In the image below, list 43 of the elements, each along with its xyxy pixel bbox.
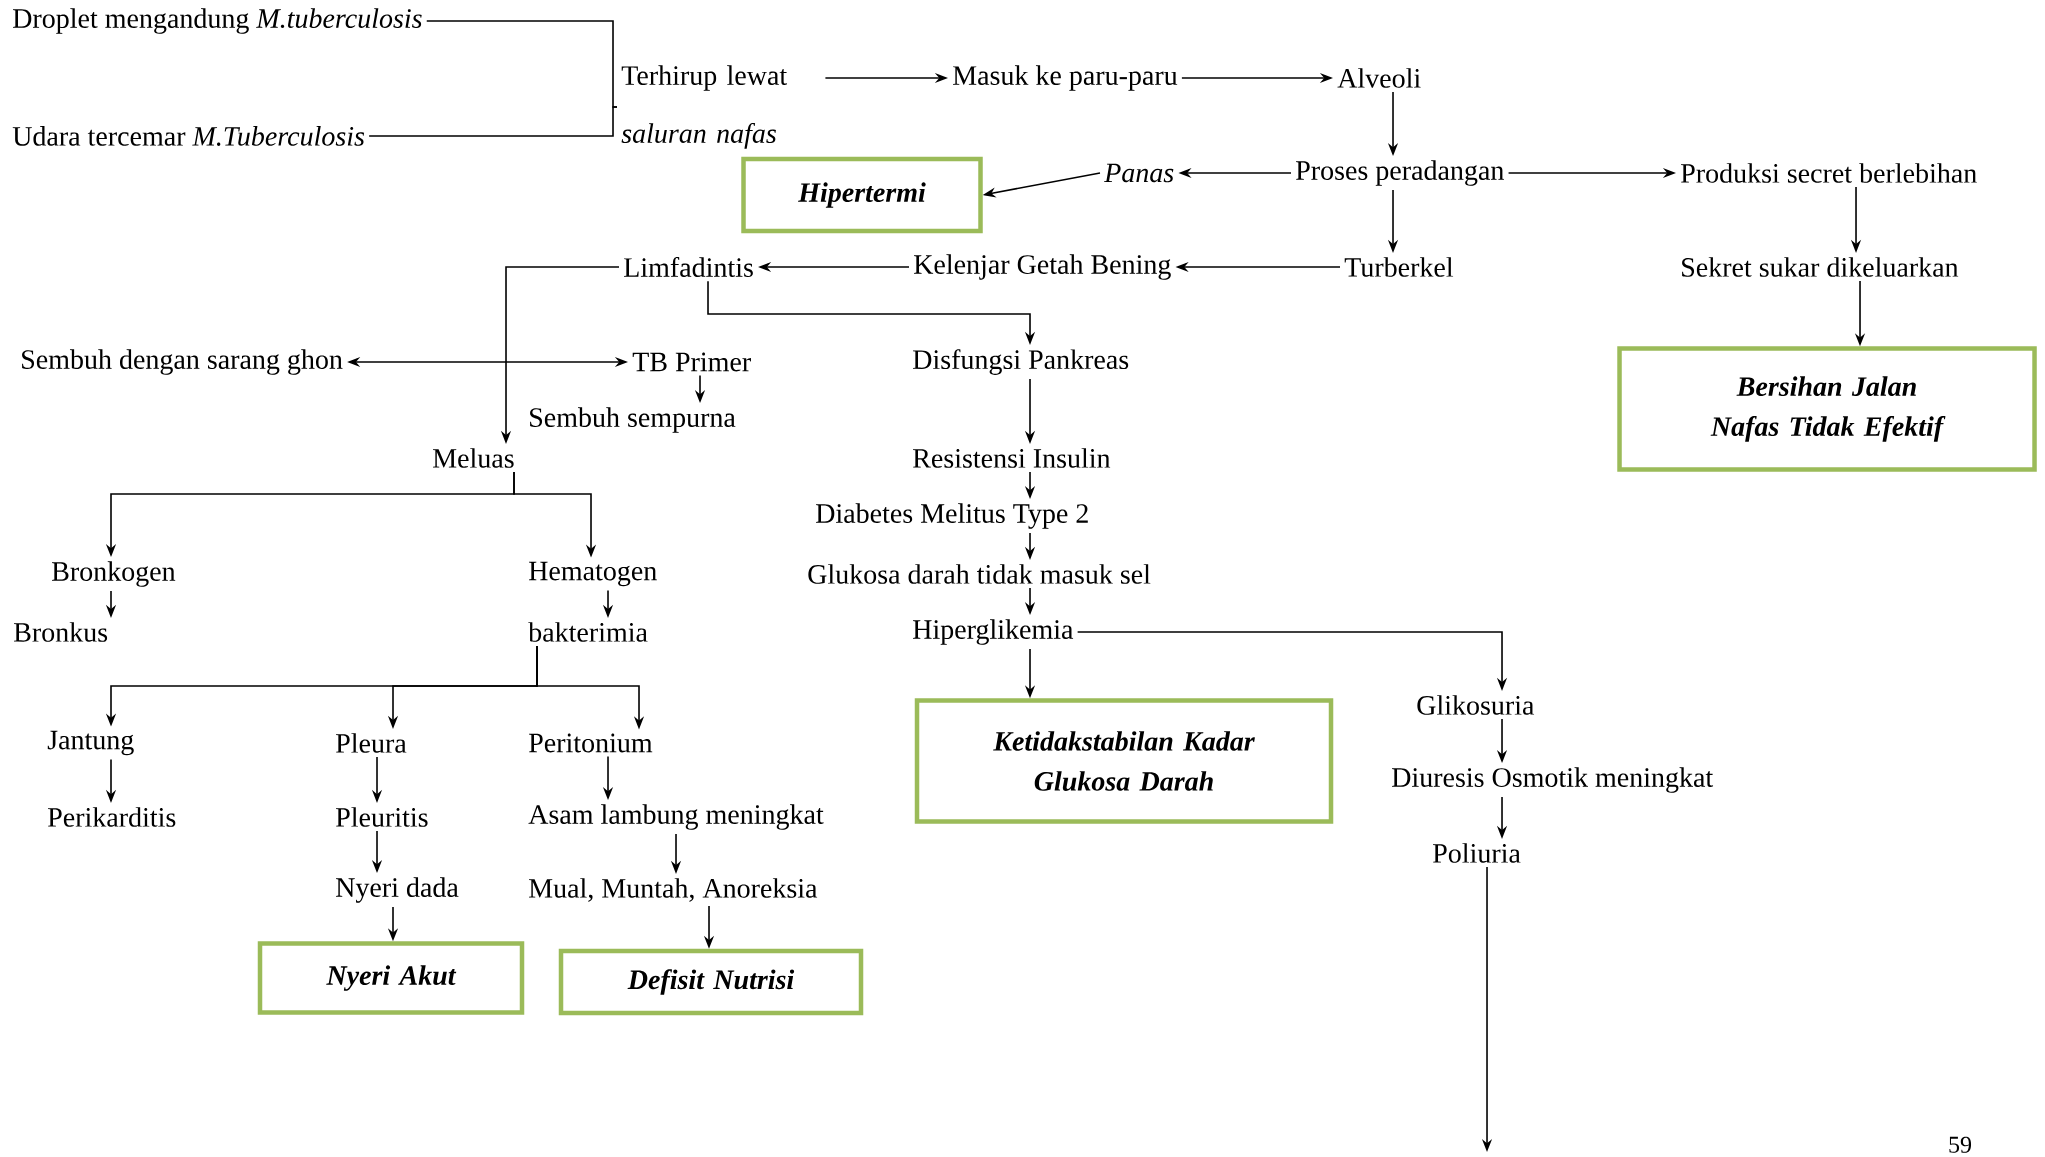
diagnosis-box: Nyeri Akut (257, 941, 525, 1015)
diagnosis-box: Defisit Nutrisi (558, 948, 864, 1016)
flow-text: Produksi secret berlebihan (1681, 163, 1977, 183)
flow-text: Peritonium (529, 733, 653, 753)
flow-text: Masuk ke paru-paru (953, 65, 1178, 91)
flow-text: Mual, Muntah, Anoreksia (529, 878, 818, 902)
flow-text: Pleuritis (336, 807, 428, 827)
flow-text: Perikarditis (48, 807, 176, 827)
flow-text: Poliuria (1433, 843, 1521, 863)
flow-text: Disfungsi Pankreas (913, 349, 1129, 375)
diagnosis-box: Ketidakstabilan Kadar Glukosa Darah (914, 698, 1334, 824)
flow-text: bakterimia (528, 622, 648, 642)
flow-text: Udara tercemar M.Tuberculosis (12, 126, 365, 146)
diagnosis-box: Bersihan Jalan Nafas Tidak Efektif (1617, 346, 2037, 472)
flow-text: Nyeri dada (336, 877, 459, 903)
flow-text: Panas (1104, 163, 1174, 183)
page-number: 59 (1949, 1136, 1972, 1153)
flow-text: Sembuh dengan sarang ghon (22, 349, 343, 375)
flow-text: Kelenjar Getah Bening (914, 254, 1171, 280)
flow-text: Sembuh sempurna (530, 407, 736, 433)
connector-line (368, 106, 618, 137)
flow-text: Droplet mengandung M.tuberculosis (13, 8, 422, 34)
diagnosis-box: Hipertermi (741, 156, 983, 234)
flow-text: Hematogen (529, 561, 657, 587)
flow-text: Glukosa darah tidak masuk sel (808, 564, 1151, 584)
flow-text: Asam lambung meningkat (528, 804, 824, 830)
flow-text: Diabetes Melitus Type 2 (816, 503, 1088, 529)
flow-text: Glikosuria (1417, 695, 1535, 715)
flow-text: Jantung (47, 730, 134, 756)
flow-text: Sekret sukar dikeluarkan (1682, 257, 1959, 277)
flow-text: Pleura (336, 733, 407, 753)
flow-text: Hiperglikemia (913, 619, 1074, 645)
flow-text: Proses peradangan (1296, 160, 1504, 186)
flow-text: Limfadintis (624, 257, 753, 277)
flow-text: TB Primer (632, 352, 751, 372)
flow-text: Bronkus (14, 622, 108, 642)
flow-text: Alveoli (1337, 68, 1421, 88)
flow-text: Diuresis Osmotik meningkat (1392, 767, 1714, 793)
flow-text: Terhirup lewat saluran nafas (621, 65, 787, 149)
flow-text: Meluas (433, 448, 514, 468)
flow-text: Bronkogen (52, 561, 176, 587)
flow-text: Resistensi Insulin (913, 448, 1111, 468)
flow-text: Turberkel (1344, 257, 1454, 277)
